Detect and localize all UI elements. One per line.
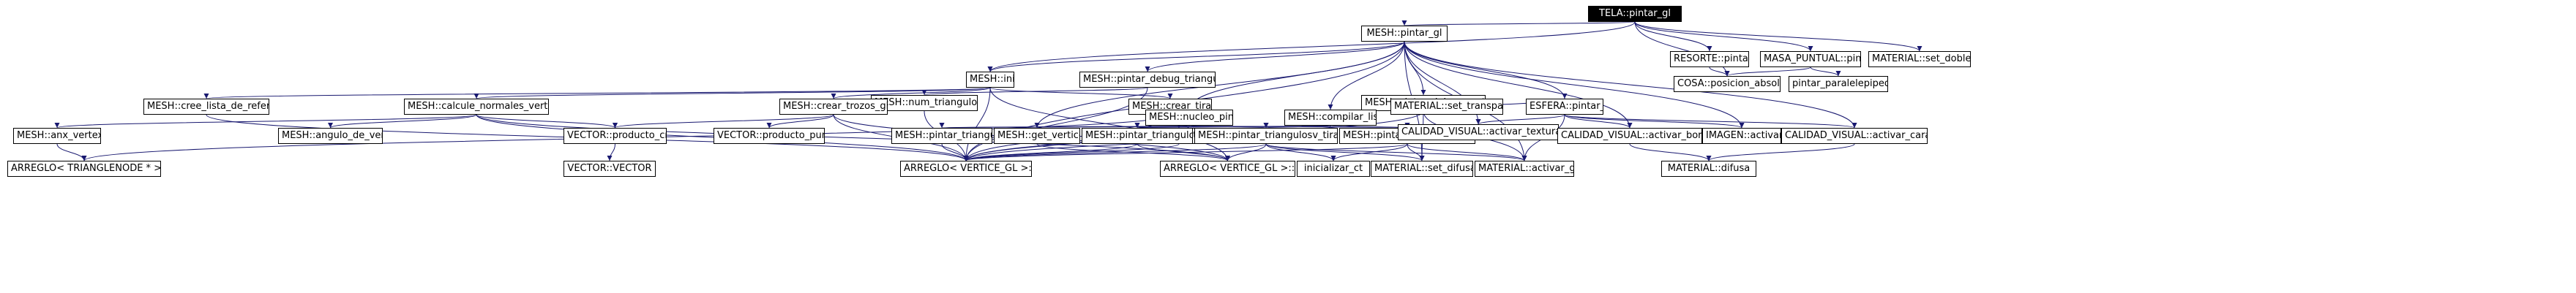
edge-trozos-to-cruz [613,114,834,129]
edge-esfera-to-cv_caras [1564,114,1857,129]
edge-get_vert-to-arr_data [1036,143,1230,161]
edge-tri_tira-to-init_ct [1330,143,1408,161]
graph-node-cv-bordes[interactable]: CALIDAD_VISUAL::activar_bordes_gl [1557,128,1702,144]
graph-node-pint-tri[interactable]: MESH::pintar_triangulos_gl [891,128,992,144]
graph-node-tela: TELA::pintar_gl [1588,6,1682,22]
edge-cruz-to-vec_vec [607,143,615,161]
graph-node-mat-doble[interactable]: MATERIAL::set_doble_cara [1868,51,1971,67]
edge-mesh_init-to-arr_data [989,87,1230,161]
graph-node-tri-v[interactable]: MESH::pintar_triangulosv_gl [1082,128,1193,144]
graph-node-cree[interactable]: MESH::cree_lista_de_referencias [143,99,269,115]
edge-anx_vertex-to-arr_anx [56,143,87,161]
graph-node-debug-tri[interactable]: MESH::pintar_debug_triangulo [1079,72,1216,88]
edge-mesh_pintar-to-cv_caras [1404,41,1857,129]
graph-node-cosa[interactable]: COSA::posicion_absoluta [1674,76,1781,92]
edge-masa-to-cosa [1724,66,1811,77]
edge-tela-to-masa [1634,21,1813,52]
graph-node-normales[interactable]: MESH::calcule_normales_vertice [404,99,549,115]
edge-mesh_init-to-trozos [831,87,991,99]
graph-node-vec-vec[interactable]: VECTOR::VECTOR [564,161,656,177]
graph-node-resorte[interactable]: RESORTE::pintar_gl [1670,51,1749,67]
edge-mesh_pintar-to-cv_bordes [1404,41,1633,129]
edge-trozos-to-punto [766,114,834,129]
edge-normales-to-anx_vertex [54,114,477,129]
graph-node-mesh-pintar[interactable]: MESH::pintar_gl [1361,26,1448,42]
graph-node-arr-tam[interactable]: ARREGLO< VERTICE_GL >::tam [900,161,1032,177]
graph-node-cv-caras[interactable]: CALIDAD_VISUAL::activar_caras_gl [1781,128,1928,144]
edge-tri_tira-to-arr_tam [963,143,1408,161]
edge-mesh_init-to-tiras [989,87,1173,99]
graph-node-angulo[interactable]: MESH::angulo_de_vertice [278,128,383,144]
edge-mesh_pintar-to-get_vert [1034,41,1405,129]
graph-node-compilar[interactable]: MESH::compilar_lista_gl [1284,110,1377,126]
graph-node-trozos[interactable]: MESH::crear_trozos_gl [779,99,888,115]
edge-tri_v_tira-to-mat_activar [1265,143,1527,161]
graph-node-mat-activar[interactable]: MATERIAL::activar_gl [1475,161,1574,177]
edge-tela-to-mat_doble [1634,21,1922,52]
graph-node-cruz[interactable]: VECTOR::producto_cruz [564,128,667,144]
edge-mesh_init-to-normales [474,87,991,99]
edge-esfera-to-imagen [1564,114,1745,129]
edge-tri_tira-to-mat_difusa_set [1407,143,1425,161]
edge-normales-to-arr_data [476,114,1230,161]
edge-tela-to-mesh_pintar [1402,20,1636,26]
graph-node-get-vert[interactable]: MESH::get_vertices [994,128,1080,144]
graph-node-arr-data[interactable]: ARREGLO< VERTICE_GL >::data [1160,161,1295,177]
edge-mesh_pintar-to-imagen [1404,41,1745,129]
graph-node-tri-v-tira[interactable]: MESH::pintar_triangulosv_tira_gl [1194,128,1338,144]
graph-node-paralel[interactable]: pintar_paralelepipedo [1789,76,1888,92]
graph-node-mat-difusa[interactable]: MATERIAL::difusa [1661,161,1756,177]
edge-mesh_pintar-to-debug_tri [1145,41,1405,72]
edge-tela-to-resorte [1634,21,1712,52]
edge-tri_v-to-arr_tam [963,143,1138,161]
edge-compilar-to-tri_v_tira [1263,122,1331,129]
edge-mesh_pintar-to-mesh_init [987,41,1405,72]
edge-exportar-to-arr_tam [963,143,1180,161]
edge-normales-to-cruz [476,114,618,129]
graph-node-mesh-init[interactable]: MESH::init [966,72,1014,88]
edge-tri_tira-to-mat_activar [1407,143,1527,161]
edge-mesh_pintar-to-compilar [1328,41,1405,110]
edge-tela-to-cosa [1634,21,1730,77]
edge-debug_tri-to-arr_tam [963,87,1148,161]
graph-node-masa[interactable]: MASA_PUNTUAL::pintar_gl [1760,51,1861,67]
edge-cv_caras-to-mat_difusa [1706,143,1855,161]
edge-tri_v_tira-to-mat_difusa_set [1265,143,1425,161]
graph-node-anx-vertex[interactable]: MESH::anx_vertex [13,128,101,144]
graph-node-imagen[interactable]: IMAGEN::activar_gl [1702,128,1781,144]
edge-tri_v_tira-to-arr_tam [963,143,1267,161]
graph-node-init-ct[interactable]: inicializar_ct [1297,161,1370,177]
graph-node-arr-anx[interactable]: ARREGLO< TRIANGLENODE * >::anx [7,161,161,177]
edge-esfera-to-cv_textura [1475,114,1565,125]
graph-node-cv-textura[interactable]: CALIDAD_VISUAL::activar_textura_gl [1398,124,1559,140]
edge-masa-to-paralel [1810,66,1841,77]
graph-node-nucleo[interactable]: MESH::nucleo_pintar_gl [1145,110,1233,126]
edge-cv_bordes-to-mat_difusa [1629,143,1712,161]
graph-node-esfera[interactable]: ESFERA::pintar_gl [1526,99,1603,115]
edge-mesh_pintar-to-esfera [1404,41,1568,99]
edge-mesh_init-to-arr_tam [963,87,991,161]
edge-tri_v_tira-to-arr_data [1225,143,1267,161]
graph-node-num-tri[interactable]: MESH::num_triangulos [871,95,978,111]
graph-node-mat-difusa-set[interactable]: MATERIAL::set_difusa [1371,161,1473,177]
graph-node-mat-transp[interactable]: MATERIAL::set_transparencia [1390,99,1503,115]
edge-tela-to-mesh_init [987,21,1636,72]
edge-esfera-to-cv_bordes [1564,114,1633,129]
graph-node-punto[interactable]: VECTOR::producto_punto [714,128,825,144]
edge-normales-to-angulo [328,114,477,129]
